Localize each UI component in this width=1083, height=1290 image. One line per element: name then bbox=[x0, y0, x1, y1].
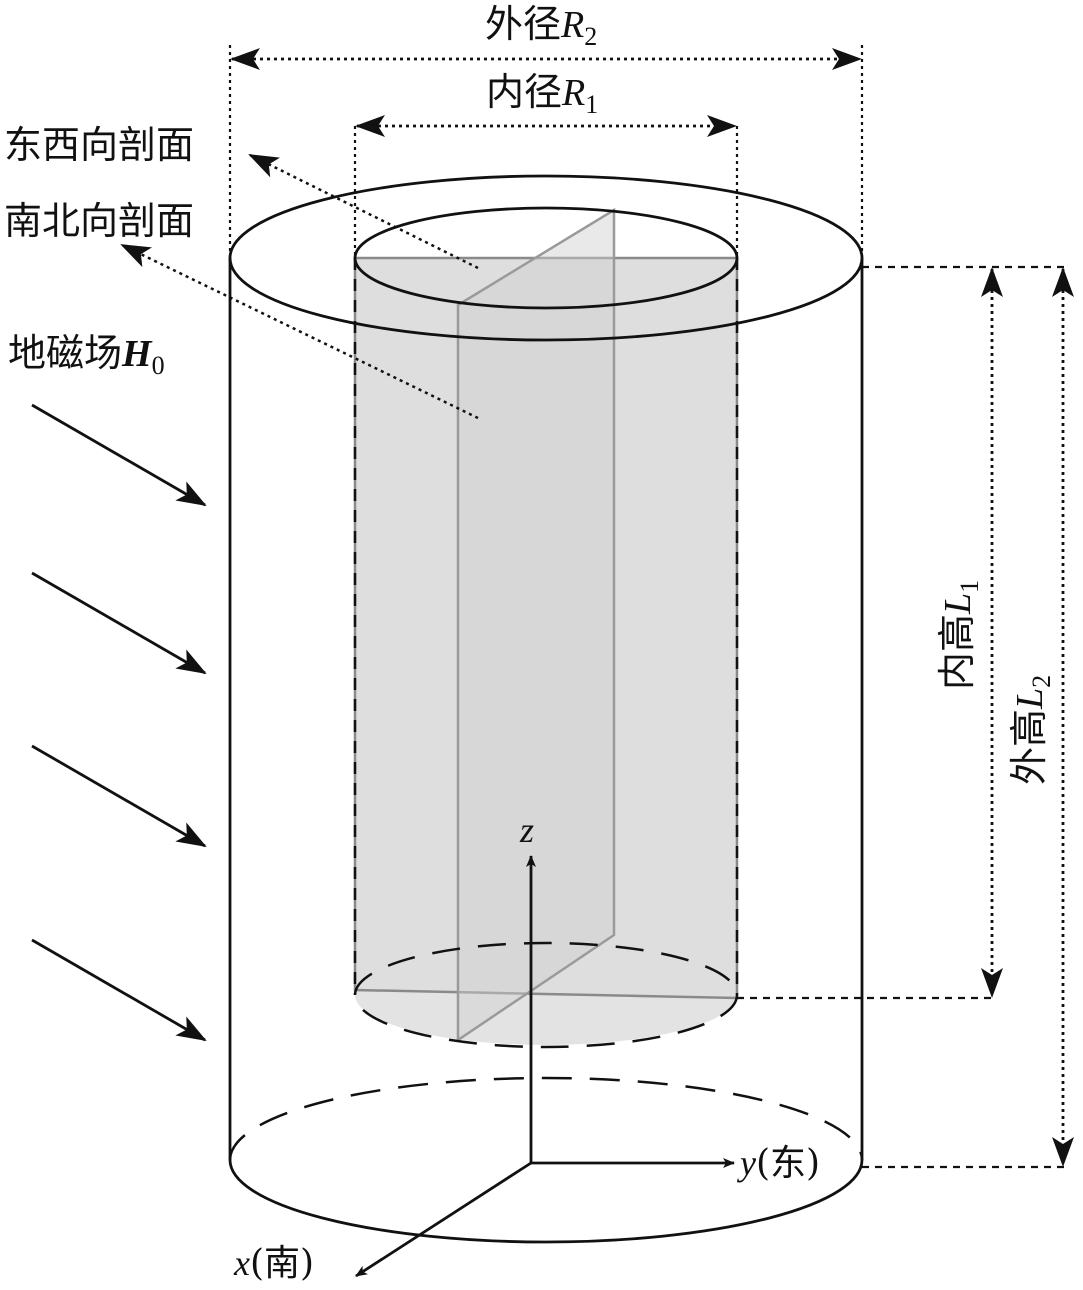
field-arrow-1 bbox=[31, 403, 207, 507]
inner-height-label: 内高L1 bbox=[935, 580, 984, 690]
field-arrow-3 bbox=[31, 744, 207, 848]
z-axis-label: z bbox=[519, 810, 534, 850]
ew-section-label: 东西向剖面 bbox=[4, 123, 194, 167]
x-axis bbox=[355, 1161, 532, 1278]
field-arrow-2 bbox=[31, 571, 207, 675]
outer-diameter-label: 外径R2 bbox=[485, 2, 597, 51]
outer-cylinder-bottom-back bbox=[228, 1076, 864, 1161]
ns-section-plane bbox=[456, 207, 616, 1043]
ns-section-label: 南北向剖面 bbox=[4, 199, 194, 243]
field-arrows bbox=[31, 403, 207, 1042]
inner-cylinder-body bbox=[355, 258, 737, 1045]
y-axis-label: y(东) bbox=[737, 1143, 820, 1184]
inner-cylinder-bottom bbox=[353, 941, 739, 1049]
geomagnetic-field-label: 地磁场H0 bbox=[8, 331, 165, 380]
inner-diameter-label: 内径R1 bbox=[486, 70, 598, 119]
ew-section-leader bbox=[248, 153, 479, 270]
x-axis-label: x(南) bbox=[233, 1243, 314, 1284]
ns-section-leader bbox=[120, 243, 479, 420]
outer-height-label: 外高L2 bbox=[1007, 675, 1056, 785]
inner-cylinder-top bbox=[353, 206, 739, 310]
field-arrow-4 bbox=[31, 938, 207, 1042]
outer-cylinder-bottom-front bbox=[228, 1159, 864, 1244]
